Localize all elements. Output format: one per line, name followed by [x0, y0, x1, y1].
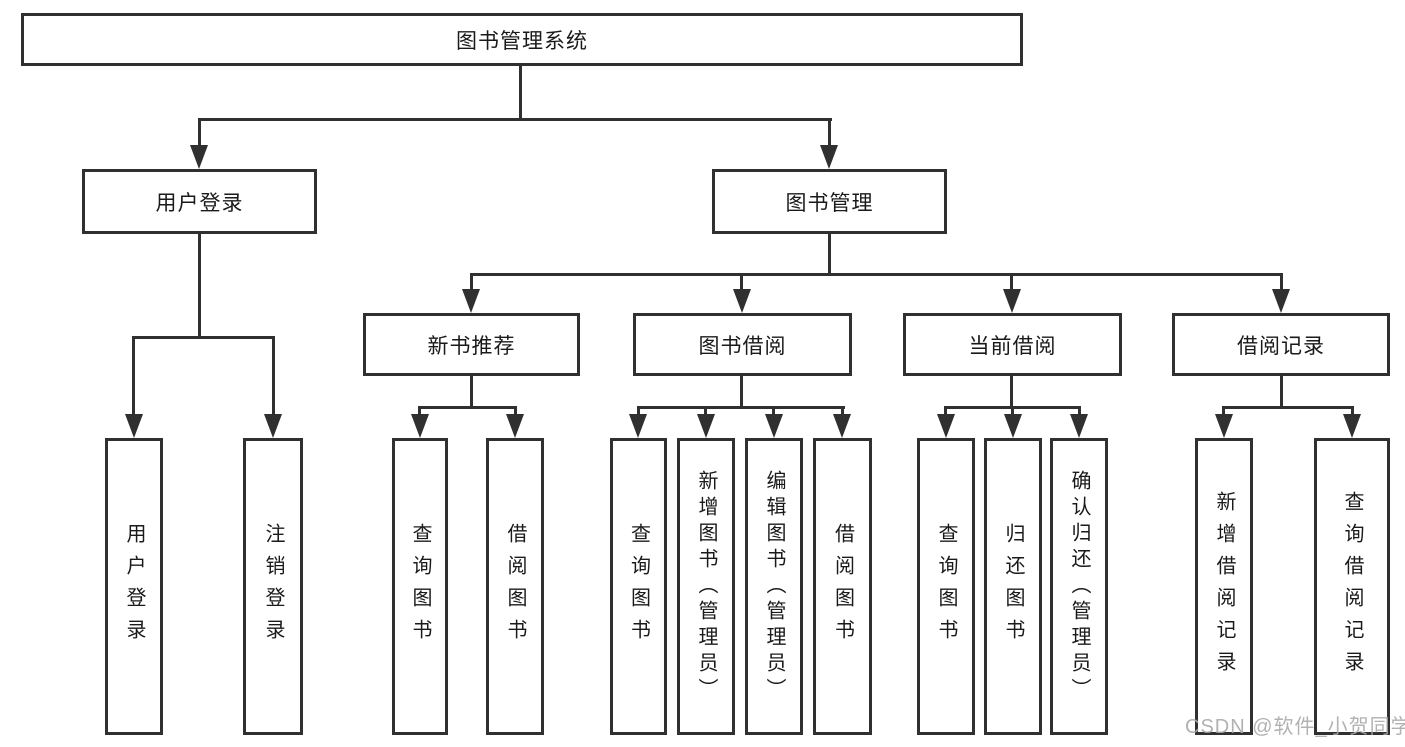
down-arrowhead-icon — [697, 414, 715, 438]
connector-level2-junction — [198, 118, 832, 121]
down-arrowhead-icon — [411, 414, 429, 438]
connector-drop — [841, 406, 844, 418]
connector-drop-new-book-recommend — [470, 273, 473, 293]
leaf-record-add: 新增借阅记录 — [1195, 438, 1253, 735]
down-arrowhead-icon — [833, 414, 851, 438]
node-new-book-recommend-label: 新书推荐 — [427, 334, 516, 358]
leaf-record-add-label: 新增借阅记录 — [1213, 490, 1235, 683]
connector-records-stem — [1280, 376, 1283, 409]
connector-drop — [1222, 406, 1225, 418]
connector-user-login-junction — [132, 336, 275, 339]
leaf-record-query: 查询借阅记录 — [1314, 438, 1390, 735]
connector-drop-user-login-leaf — [132, 336, 135, 416]
connector-drop — [1011, 406, 1014, 418]
node-book-management: 图书管理 — [712, 169, 947, 234]
connector-bookborrow-junction — [637, 406, 845, 409]
leaf-logout: 注销登录 — [243, 438, 303, 735]
down-arrowhead-icon — [937, 414, 955, 438]
down-arrowhead-icon — [629, 414, 647, 438]
down-arrowhead-icon — [1343, 414, 1361, 438]
connector-drop — [637, 406, 640, 418]
connector-drop-current-borrow — [1010, 273, 1013, 293]
node-new-book-recommend: 新书推荐 — [363, 313, 580, 376]
down-arrowhead-icon — [264, 414, 282, 438]
leaf-borrow-add-book-label: 新增图书（管理员） — [695, 469, 717, 704]
leaf-current-return-label: 归还图书 — [1002, 522, 1024, 651]
watermark: CSDN @软件_小贺同学 — [1185, 716, 1405, 738]
leaf-borrow-borrow-book: 借阅图书 — [813, 438, 872, 735]
node-user-login-label: 用户登录 — [155, 191, 244, 215]
node-user-login: 用户登录 — [82, 169, 317, 234]
connector-drop — [944, 406, 947, 418]
down-arrowhead-icon — [1004, 414, 1022, 438]
node-borrow-records: 借阅记录 — [1172, 313, 1390, 376]
leaf-borrow-edit-book: 编辑图书（管理员） — [745, 438, 803, 735]
leaf-current-return: 归还图书 — [984, 438, 1042, 735]
leaf-newbook-query: 查询图书 — [392, 438, 448, 735]
down-arrowhead-icon — [1272, 289, 1290, 313]
down-arrowhead-icon — [506, 414, 524, 438]
connector-drop — [418, 406, 421, 418]
connector-drop — [772, 406, 775, 418]
connector-currentborrow-stem — [1010, 376, 1013, 409]
leaf-current-confirm-return: 确认归还（管理员） — [1050, 438, 1108, 735]
leaf-borrow-borrow-book-label: 借阅图书 — [831, 522, 854, 651]
leaf-borrow-query: 查询图书 — [610, 438, 667, 735]
connector-drop — [1078, 406, 1081, 418]
down-arrowhead-icon — [462, 289, 480, 313]
down-arrowhead-icon — [190, 145, 208, 169]
down-arrowhead-icon — [765, 414, 783, 438]
node-root: 图书管理系统 — [21, 13, 1023, 66]
down-arrowhead-icon — [733, 289, 751, 313]
node-book-management-label: 图书管理 — [785, 191, 874, 215]
node-current-borrow: 当前借阅 — [903, 313, 1122, 376]
down-arrowhead-icon — [1003, 289, 1021, 313]
connector-bookborrow-stem — [740, 376, 743, 409]
leaf-newbook-borrow: 借阅图书 — [486, 438, 544, 735]
leaf-user-login: 用户登录 — [105, 438, 163, 735]
connector-newbook-junction — [418, 406, 517, 409]
leaf-newbook-query-label: 查询图书 — [409, 522, 431, 651]
node-borrow-records-label: 借阅记录 — [1237, 334, 1325, 358]
connector-records-junction — [1222, 406, 1354, 409]
leaf-record-query-label: 查询借阅记录 — [1341, 490, 1363, 683]
leaf-newbook-borrow-label: 借阅图书 — [504, 522, 526, 651]
leaf-borrow-query-label: 查询图书 — [627, 522, 650, 651]
down-arrowhead-icon — [820, 145, 838, 169]
node-current-borrow-label: 当前借阅 — [968, 334, 1057, 358]
connector-drop-borrow-records — [1280, 273, 1283, 293]
connector-drop — [1351, 406, 1354, 418]
connector-level3-junction — [470, 273, 1283, 276]
leaf-logout-label: 注销登录 — [262, 522, 284, 651]
connector-drop — [514, 406, 517, 418]
connector-book-management-stem — [828, 234, 831, 276]
down-arrowhead-icon — [125, 414, 143, 438]
connector-root-stem — [519, 66, 522, 121]
connector-drop-user-login — [198, 118, 201, 148]
leaf-borrow-add-book: 新增图书（管理员） — [677, 438, 735, 735]
leaf-current-query-label: 查询图书 — [935, 522, 957, 651]
leaf-current-confirm-return-label: 确认归还（管理员） — [1068, 469, 1090, 704]
down-arrowhead-icon — [1215, 414, 1233, 438]
connector-drop — [704, 406, 707, 418]
node-book-borrow: 图书借阅 — [633, 313, 852, 376]
node-root-label: 图书管理系统 — [456, 29, 588, 53]
down-arrowhead-icon — [1070, 414, 1088, 438]
connector-drop-book-borrow — [740, 273, 743, 293]
connector-user-login-stem — [198, 233, 201, 339]
leaf-user-login-label: 用户登录 — [123, 522, 145, 651]
node-book-borrow-label: 图书借阅 — [698, 334, 787, 358]
connector-drop-logout-leaf — [272, 336, 275, 416]
connector-drop-book-management — [828, 118, 831, 148]
leaf-borrow-edit-book-label: 编辑图书（管理员） — [763, 469, 785, 704]
connector-newbook-stem — [470, 376, 473, 409]
leaf-current-query: 查询图书 — [917, 438, 975, 735]
